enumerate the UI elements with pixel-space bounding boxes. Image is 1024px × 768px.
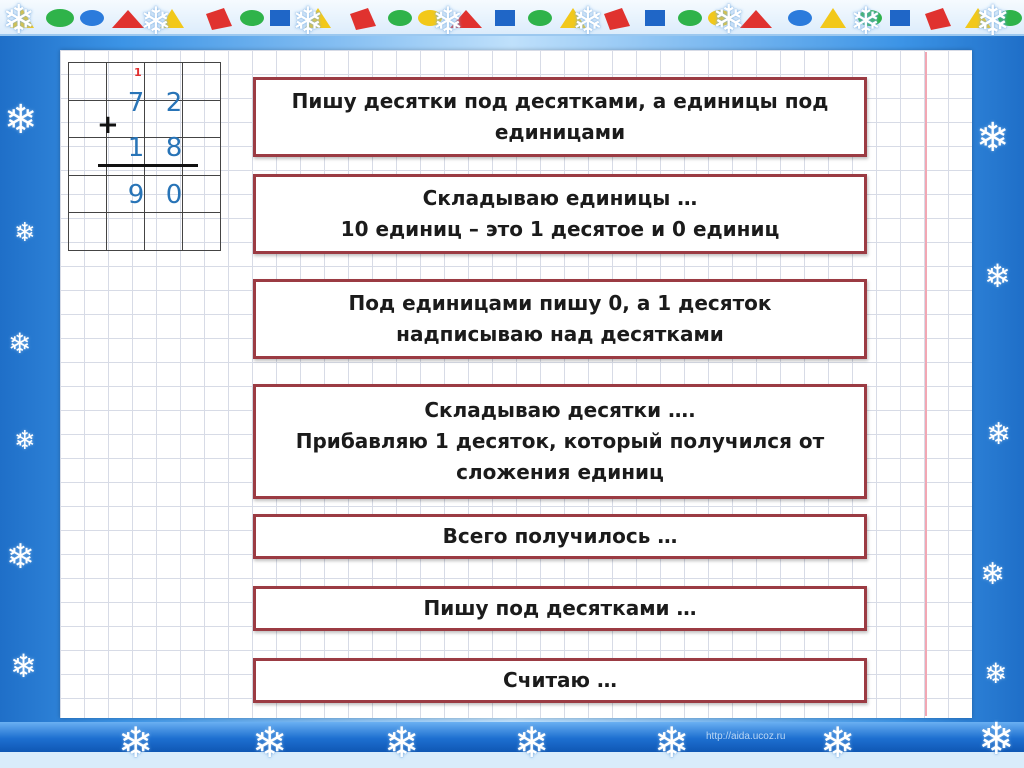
step-box-3[interactable]: Под единицами пишу 0, а 1 десяток надпис… [253, 279, 867, 359]
snowflake-icon: ❄ [14, 426, 36, 456]
step-4-line-1: Складываю десятки …. [424, 398, 696, 422]
column-addition-grid [68, 62, 221, 251]
bottom-light-strip [0, 752, 1024, 768]
snowflake-icon: ❄ [8, 327, 32, 360]
result-units-digit: 0 [165, 180, 183, 210]
watermark-url: http://aida.ucoz.ru [706, 731, 786, 742]
step-4-line-2: Прибавляю 1 десяток, который получился о… [295, 429, 825, 453]
snowflake-icon: ❄ [978, 714, 1015, 765]
snowflake-icon: ❄ [654, 718, 690, 767]
step-box-7[interactable]: Считаю … [253, 658, 867, 703]
snowflake-icon: ❄ [292, 0, 324, 43]
snowflake-icon: ❄ [975, 0, 1011, 45]
decorative-top-strip [0, 0, 1024, 36]
snowflake-icon: ❄ [140, 0, 172, 43]
top-number-units-digit: 2 [165, 88, 183, 118]
snowflake-icon: ❄ [2, 0, 36, 43]
step-3-line-1: Под единицами пишу 0, а 1 десяток [348, 291, 772, 315]
step-6-line-1: Пишу под десятками … [423, 596, 697, 620]
step-5-line-1: Всего получилось … [442, 524, 678, 548]
sum-line [98, 164, 198, 167]
step-7-line-1: Считаю … [503, 668, 617, 692]
snowflake-icon: ❄ [980, 557, 1006, 592]
plus-sign: + [97, 110, 119, 140]
step-box-4[interactable]: Складываю десятки …. Прибавляю 1 десяток… [253, 384, 867, 499]
snowflake-icon: ❄ [984, 257, 1011, 295]
snowflake-icon: ❄ [432, 0, 464, 43]
paper-margin-line [925, 52, 927, 716]
snowflake-icon: ❄ [6, 537, 35, 577]
step-3-line-2: надписываю над десятками [396, 322, 724, 346]
step-4-line-3: сложения единиц [456, 460, 664, 484]
step-1-line-1: Пишу десятки под десятками, а единицы по… [291, 89, 829, 113]
step-1-line-2: единицами [494, 120, 626, 144]
snowflake-icon: ❄ [118, 718, 154, 767]
snowflake-icon: ❄ [4, 97, 38, 143]
step-box-5[interactable]: Всего получилось … [253, 514, 867, 559]
step-box-1[interactable]: Пишу десятки под десятками, а единицы по… [253, 77, 867, 157]
snowflake-icon: ❄ [820, 718, 856, 767]
snowflake-icon: ❄ [514, 718, 550, 767]
bottom-number-tens-digit: 1 [127, 133, 145, 163]
snowflake-icon: ❄ [252, 718, 288, 767]
geometric-shapes-border [10, 8, 1022, 30]
step-box-6[interactable]: Пишу под десятками … [253, 586, 867, 631]
snowflake-icon: ❄ [384, 718, 420, 767]
step-2-line-1: Складываю единицы … [422, 186, 698, 210]
top-number-tens-digit: 7 [127, 88, 145, 118]
snowflake-icon: ❄ [14, 218, 36, 248]
snowflake-icon: ❄ [850, 0, 882, 43]
snowflake-icon: ❄ [984, 657, 1008, 690]
snowflake-icon: ❄ [572, 0, 604, 43]
carry-digit: 1 [134, 66, 142, 79]
snowflake-icon: ❄ [986, 417, 1012, 452]
snowflake-icon: ❄ [976, 115, 1010, 161]
step-2-line-2: 10 единиц – это 1 десятое и 0 единиц [340, 217, 780, 241]
step-box-2[interactable]: Складываю единицы … 10 единиц – это 1 де… [253, 174, 867, 254]
bottom-number-units-digit: 8 [165, 133, 183, 163]
result-tens-digit: 9 [127, 180, 145, 210]
snowflake-icon: ❄ [712, 0, 746, 43]
decorative-bottom-bar [0, 722, 1024, 752]
snowflake-icon: ❄ [10, 647, 37, 685]
